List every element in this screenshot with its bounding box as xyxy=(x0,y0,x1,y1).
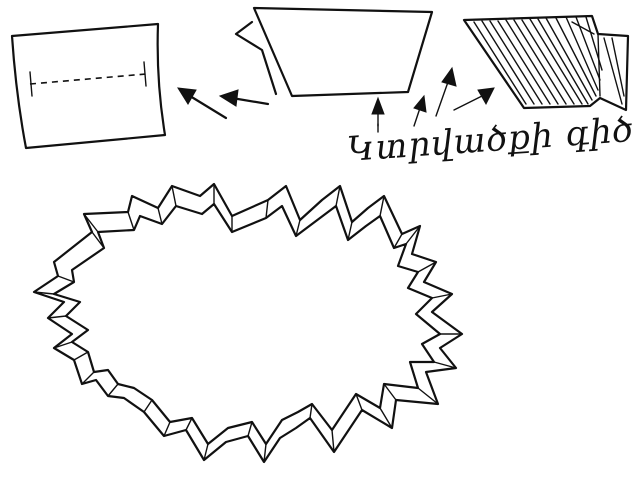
arrowhead xyxy=(478,88,494,104)
folded-sheet-front xyxy=(254,8,432,96)
arrowhead xyxy=(442,68,456,86)
cut-line-right-tick xyxy=(144,62,146,86)
arrowhead xyxy=(414,96,426,112)
pointer-arrow-pleats-3 xyxy=(454,88,494,110)
pleat-lines xyxy=(474,17,624,104)
arrow-to-unfolded-sheet xyxy=(178,88,226,118)
arrow-to-unfolded-sheet-second xyxy=(220,90,268,106)
pointer-arrow-pleats-2 xyxy=(436,68,456,116)
arrowhead xyxy=(372,98,384,114)
arrowhead xyxy=(220,90,238,106)
unfolded-sheet-with-cut-line xyxy=(12,24,165,148)
sequence-arrows xyxy=(178,88,268,118)
folded-sheet-back-flap xyxy=(236,22,276,94)
unfolded-sheet xyxy=(12,24,165,148)
arrowhead xyxy=(178,88,196,104)
paper-garland-ring xyxy=(34,184,462,462)
cut-line-left-tick xyxy=(30,72,32,96)
garland-inner-edge xyxy=(54,204,440,444)
dashed-cut-line xyxy=(30,74,146,84)
folded-sheet xyxy=(236,8,432,96)
pointer-arrow-pleats-1 xyxy=(414,96,426,126)
